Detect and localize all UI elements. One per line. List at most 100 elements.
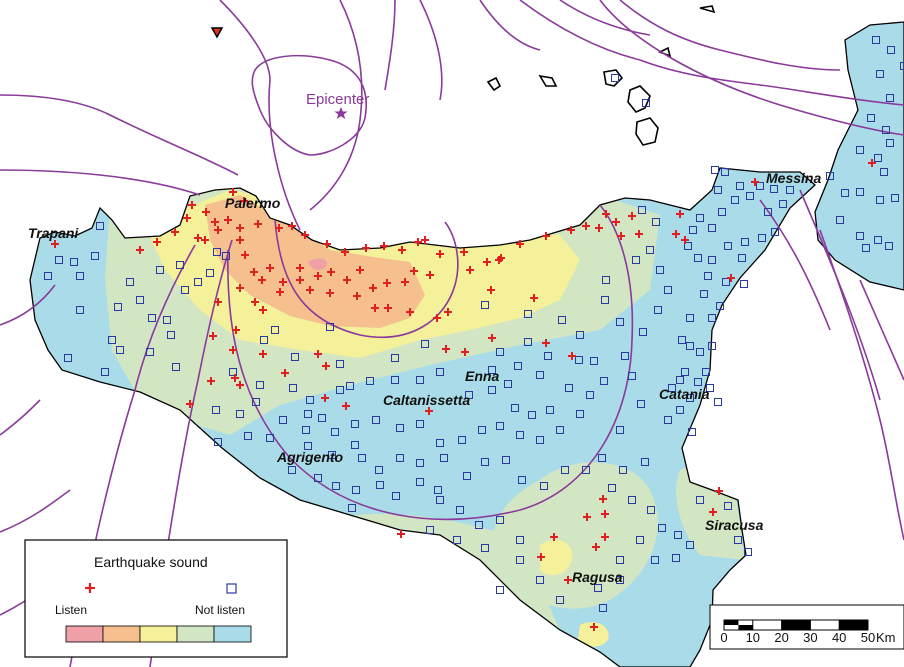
listen-marker xyxy=(281,369,289,377)
not-listen-marker xyxy=(770,185,778,193)
not-listen-marker xyxy=(496,348,504,356)
not-listen-marker xyxy=(716,302,724,310)
not-listen-marker xyxy=(396,454,404,462)
listen-marker xyxy=(595,224,603,232)
not-listen-marker xyxy=(708,256,716,264)
scale-bar-tick-label: 0 xyxy=(720,630,727,645)
not-listen-marker xyxy=(676,376,684,384)
legend-ramp-swatch xyxy=(102,625,141,643)
not-listen-marker xyxy=(664,286,672,294)
city-label-enna: Enna xyxy=(465,368,499,384)
not-listen-marker xyxy=(611,74,619,82)
not-listen-marker xyxy=(696,348,704,356)
listen-marker xyxy=(592,543,600,551)
listen-marker xyxy=(414,238,422,246)
listen-marker xyxy=(231,374,239,382)
city-label-caltanissetta: Caltanissetta xyxy=(383,392,470,408)
listen-marker xyxy=(356,266,364,274)
listen-marker xyxy=(322,362,330,370)
listen-marker xyxy=(635,230,643,238)
not-listen-marker xyxy=(601,296,609,304)
not-listen-marker xyxy=(731,196,739,204)
not-listen-marker xyxy=(436,368,444,376)
listen-marker xyxy=(461,348,469,356)
not-listen-marker xyxy=(582,466,590,474)
not-listen-marker xyxy=(291,353,299,361)
listen-marker xyxy=(601,510,609,518)
not-listen-marker xyxy=(116,346,124,354)
not-listen-marker xyxy=(721,168,729,176)
listen-marker xyxy=(136,246,144,254)
not-listen-marker xyxy=(488,386,496,394)
not-listen-marker xyxy=(326,323,334,331)
listen-marker xyxy=(236,381,244,389)
listen-marker xyxy=(421,236,429,244)
listen-marker xyxy=(250,268,258,276)
listen-marker xyxy=(516,240,524,248)
not-listen-marker xyxy=(556,596,564,604)
not-listen-marker xyxy=(740,280,748,288)
not-listen-marker xyxy=(711,166,719,174)
not-listen-marker xyxy=(314,474,322,482)
not-listen-marker xyxy=(436,439,444,447)
not-listen-marker xyxy=(639,328,647,336)
zone-red xyxy=(308,258,327,271)
not-listen-markers xyxy=(44,36,904,612)
not-listen-marker xyxy=(244,432,252,440)
listen-marker xyxy=(323,240,331,248)
not-listen-marker xyxy=(304,442,312,450)
not-listen-marker xyxy=(758,234,766,242)
not-listen-marker xyxy=(206,269,214,277)
not-listen-marker xyxy=(421,340,429,348)
not-listen-marker xyxy=(641,458,649,466)
not-listen-marker xyxy=(375,466,383,474)
not-listen-marker xyxy=(872,36,880,44)
not-listen-marker xyxy=(619,466,627,474)
not-listen-marker xyxy=(674,531,682,539)
not-listen-marker xyxy=(887,46,895,54)
not-listen-marker xyxy=(524,338,532,346)
not-listen-marker xyxy=(64,354,72,362)
listen-marker xyxy=(232,326,240,334)
not-listen-marker xyxy=(841,189,849,197)
epicenter-star-icon xyxy=(334,107,348,119)
listen-marker xyxy=(236,284,244,292)
not-listen-marker xyxy=(686,541,694,549)
not-listen-marker xyxy=(481,458,489,466)
listen-marker xyxy=(236,236,244,244)
not-listen-marker xyxy=(540,482,548,490)
not-listen-marker xyxy=(453,536,461,544)
city-label-ragusa: Ragusa xyxy=(572,569,623,585)
not-listen-marker xyxy=(236,410,244,418)
scale-bar-unit: Km xyxy=(876,630,896,645)
scale-bar-tick-label: 10 xyxy=(746,630,760,645)
listen-marker xyxy=(530,294,538,302)
not-listen-marker xyxy=(628,496,636,504)
listen-marker xyxy=(296,276,304,284)
not-listen-marker xyxy=(546,406,554,414)
not-listen-marker xyxy=(874,236,882,244)
not-listen-marker xyxy=(876,196,884,204)
listen-marker xyxy=(602,210,610,218)
listen-marker xyxy=(276,288,284,296)
not-listen-marker xyxy=(684,242,692,250)
not-listen-marker xyxy=(516,556,524,564)
listen-marker xyxy=(341,248,349,256)
not-listen-marker xyxy=(396,424,404,432)
not-listen-marker xyxy=(856,188,864,196)
listen-marker xyxy=(383,279,391,287)
not-listen-marker xyxy=(416,459,424,467)
listen-marker xyxy=(751,178,759,186)
listen-marker xyxy=(326,289,334,297)
not-listen-marker xyxy=(714,186,722,194)
listen-marker xyxy=(211,218,219,226)
not-listen-marker xyxy=(336,386,344,394)
listen-marker xyxy=(229,188,237,196)
not-listen-marker xyxy=(686,394,694,402)
not-listen-marker xyxy=(288,466,296,474)
listen-marker xyxy=(436,250,444,258)
not-listen-marker xyxy=(222,252,230,260)
scale-bar-tick-label: 20 xyxy=(774,630,788,645)
not-listen-marker xyxy=(771,228,779,236)
